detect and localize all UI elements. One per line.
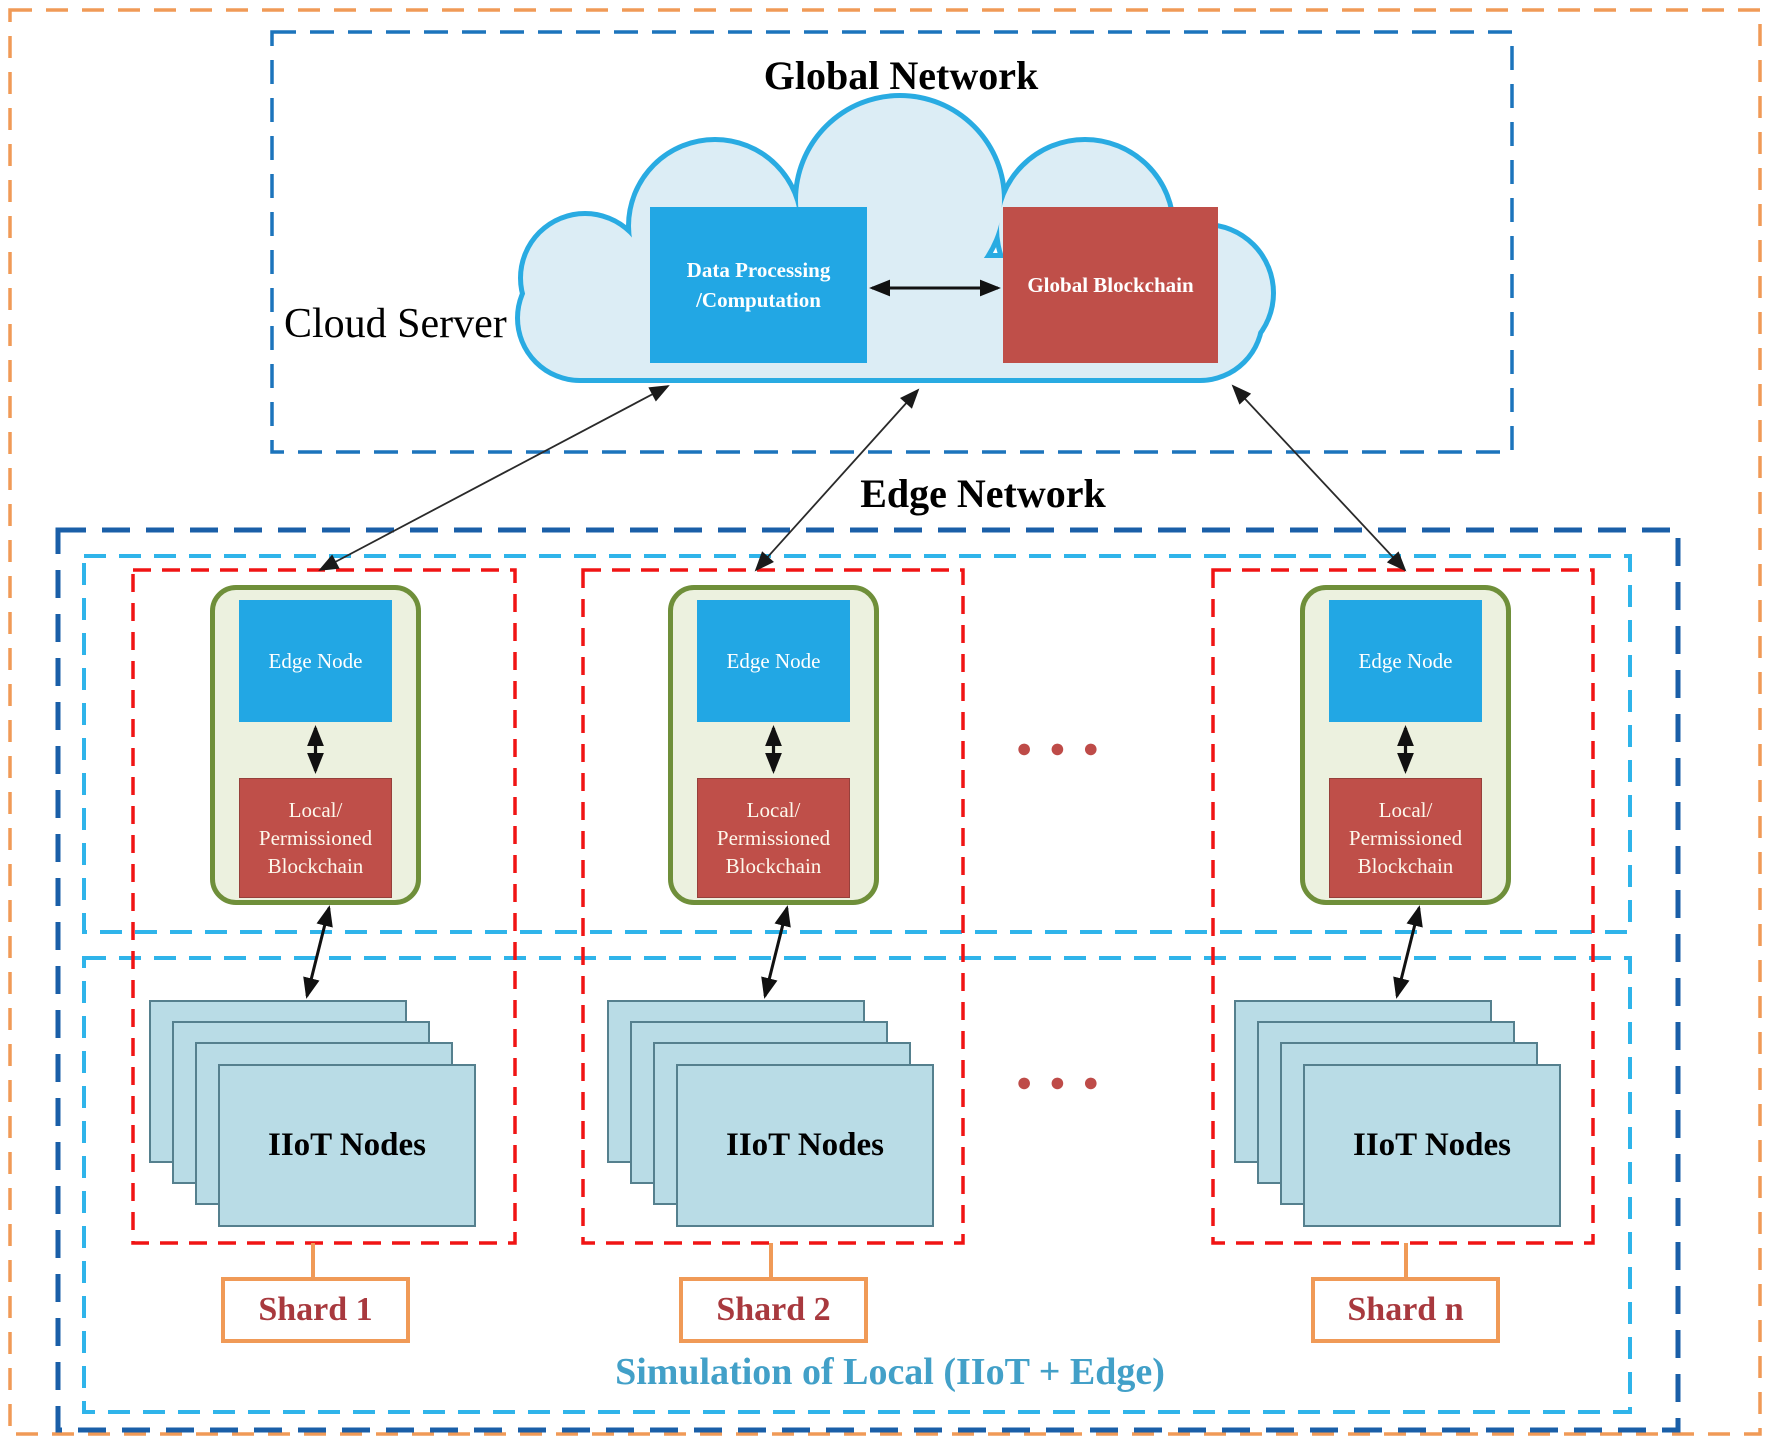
ellipsis-dots-lower: ●●● bbox=[1016, 1067, 1116, 1097]
blockchain-label-line1: Local/ bbox=[746, 798, 801, 822]
data-processing-box: Data Processing /Computation bbox=[650, 207, 867, 363]
edge-node-box-shard1: Edge Node bbox=[239, 600, 392, 722]
shard2-label-box: Shard 2 bbox=[679, 1277, 868, 1343]
edge-node-box-shard2: Edge Node bbox=[697, 600, 850, 722]
cloud-server-label: Cloud Server bbox=[284, 301, 507, 347]
blockchain-label-line1: Local/ bbox=[288, 798, 343, 822]
arrow-edgegroup-iiot-shard2 bbox=[761, 905, 791, 999]
local-blockchain-box-shard2: Local/ Permissioned Blockchain bbox=[697, 778, 850, 898]
blockchain-label-line3: Blockchain bbox=[1357, 854, 1454, 878]
edge-node-label: Edge Node bbox=[726, 648, 821, 673]
blockchain-label-line1: Local/ bbox=[1378, 798, 1433, 822]
shard1-label: Shard 1 bbox=[258, 1291, 373, 1328]
data-processing-label-line2: /Computation bbox=[696, 288, 821, 312]
shardn-label: Shard n bbox=[1347, 1291, 1464, 1328]
blockchain-label-line3: Blockchain bbox=[725, 854, 822, 878]
iiot-nodes-box-shard2: IIoT Nodes bbox=[676, 1064, 934, 1227]
iiot-nodes-label: IIoT Nodes bbox=[267, 1127, 427, 1163]
edge-node-label: Edge Node bbox=[1358, 648, 1453, 673]
blockchain-label-line2: Permissioned bbox=[1348, 826, 1463, 850]
global-network-title: Global Network bbox=[763, 53, 1039, 98]
edge-node-label: Edge Node bbox=[268, 648, 363, 673]
global-blockchain-label: Global Blockchain bbox=[1027, 272, 1194, 297]
arrow-cloud-to-shard1 bbox=[318, 385, 670, 571]
data-processing-label-line1: Data Processing bbox=[686, 258, 831, 282]
edge-network-title: Edge Network bbox=[860, 471, 1106, 516]
iiot-nodes-box-shardn: IIoT Nodes bbox=[1303, 1064, 1561, 1227]
blockchain-label-line2: Permissioned bbox=[716, 826, 831, 850]
arrow-cloud-to-shardn bbox=[1231, 384, 1407, 572]
local-blockchain-box-shardn: Local/ Permissioned Blockchain bbox=[1329, 778, 1482, 898]
iiot-nodes-box-shard1: IIoT Nodes bbox=[218, 1064, 476, 1227]
blockchain-label-line3: Blockchain bbox=[267, 854, 364, 878]
global-blockchain-box: Global Blockchain bbox=[1003, 207, 1218, 363]
local-blockchain-box-shard1: Local/ Permissioned Blockchain bbox=[239, 778, 392, 898]
ellipsis-dots-upper: ●●● bbox=[1016, 733, 1116, 763]
iiot-nodes-label: IIoT Nodes bbox=[725, 1127, 885, 1163]
edge-node-box-shardn: Edge Node bbox=[1329, 600, 1482, 722]
simulation-caption: Simulation of Local (IIoT + Edge) bbox=[615, 1351, 1165, 1393]
shard1-label-box: Shard 1 bbox=[221, 1277, 410, 1343]
blockchain-label-line2: Permissioned bbox=[258, 826, 373, 850]
iiot-nodes-label: IIoT Nodes bbox=[1352, 1127, 1512, 1163]
arrow-edgegroup-iiot-shard1 bbox=[303, 905, 333, 999]
shard2-label: Shard 2 bbox=[716, 1291, 831, 1328]
shardn-label-box: Shard n bbox=[1311, 1277, 1500, 1343]
arrow-edgegroup-iiot-shardn bbox=[1393, 905, 1423, 999]
